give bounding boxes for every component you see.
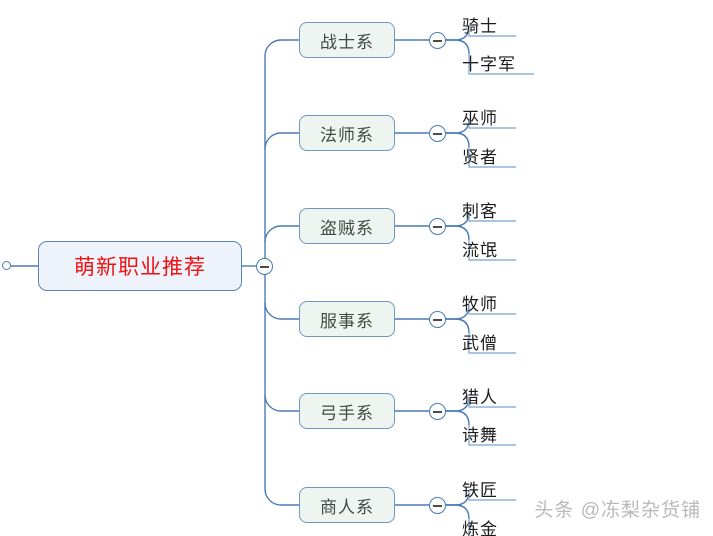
branch-node-3[interactable]: 盗贼系 bbox=[299, 208, 395, 244]
leaf-node-6-2[interactable]: 炼金 bbox=[462, 519, 498, 536]
collapse-minus-icon-branch-3[interactable] bbox=[429, 218, 446, 235]
leaf-node-4-1[interactable]: 牧师 bbox=[462, 294, 498, 314]
root-node[interactable]: 萌新职业推荐 bbox=[38, 241, 242, 291]
leaf-node-5-1[interactable]: 猎人 bbox=[462, 387, 498, 407]
leaf-node-3-2[interactable]: 流氓 bbox=[462, 240, 498, 260]
collapse-minus-icon-branch-6[interactable] bbox=[429, 497, 446, 514]
leaf-node-1-1[interactable]: 骑士 bbox=[462, 16, 498, 36]
leaf-node-3-1[interactable]: 刺客 bbox=[462, 201, 498, 221]
wire-trunk-to-branch-2 bbox=[264, 132, 299, 150]
branch-node-4[interactable]: 服事系 bbox=[299, 301, 395, 337]
wire-trunk-to-branch-1 bbox=[264, 39, 299, 57]
collapse-minus-icon-branch-1[interactable] bbox=[429, 32, 446, 49]
leaf-node-2-2[interactable]: 贤者 bbox=[462, 147, 498, 167]
wire-trunk-to-branch-6 bbox=[264, 488, 299, 506]
collapse-minus-icon-branch-5[interactable] bbox=[429, 403, 446, 420]
leaf-node-1-2[interactable]: 十字军 bbox=[462, 54, 516, 74]
branch-node-5[interactable]: 弓手系 bbox=[299, 393, 395, 429]
collapse-minus-icon-branch-2[interactable] bbox=[429, 125, 446, 142]
branch-node-6[interactable]: 商人系 bbox=[299, 487, 395, 523]
leaf-node-5-2[interactable]: 诗舞 bbox=[462, 425, 498, 445]
collapse-minus-icon-root[interactable] bbox=[256, 258, 273, 275]
collapse-minus-icon-branch-4[interactable] bbox=[429, 311, 446, 328]
leaf-node-2-1[interactable]: 巫师 bbox=[462, 108, 498, 128]
branch-node-2[interactable]: 法师系 bbox=[299, 115, 395, 151]
leaf-node-6-1[interactable]: 铁匠 bbox=[462, 480, 498, 500]
wire-trunk-to-branch-5 bbox=[264, 394, 299, 412]
watermark-text: 头条 @冻梨杂货铺 bbox=[534, 500, 701, 521]
wire-trunk-to-branch-4 bbox=[264, 302, 299, 320]
leaf-node-4-2[interactable]: 武僧 bbox=[462, 333, 498, 353]
endpoint-dot-icon[interactable] bbox=[2, 261, 11, 270]
wire-trunk-to-branch-3 bbox=[264, 225, 299, 243]
branch-node-1[interactable]: 战士系 bbox=[299, 22, 395, 58]
